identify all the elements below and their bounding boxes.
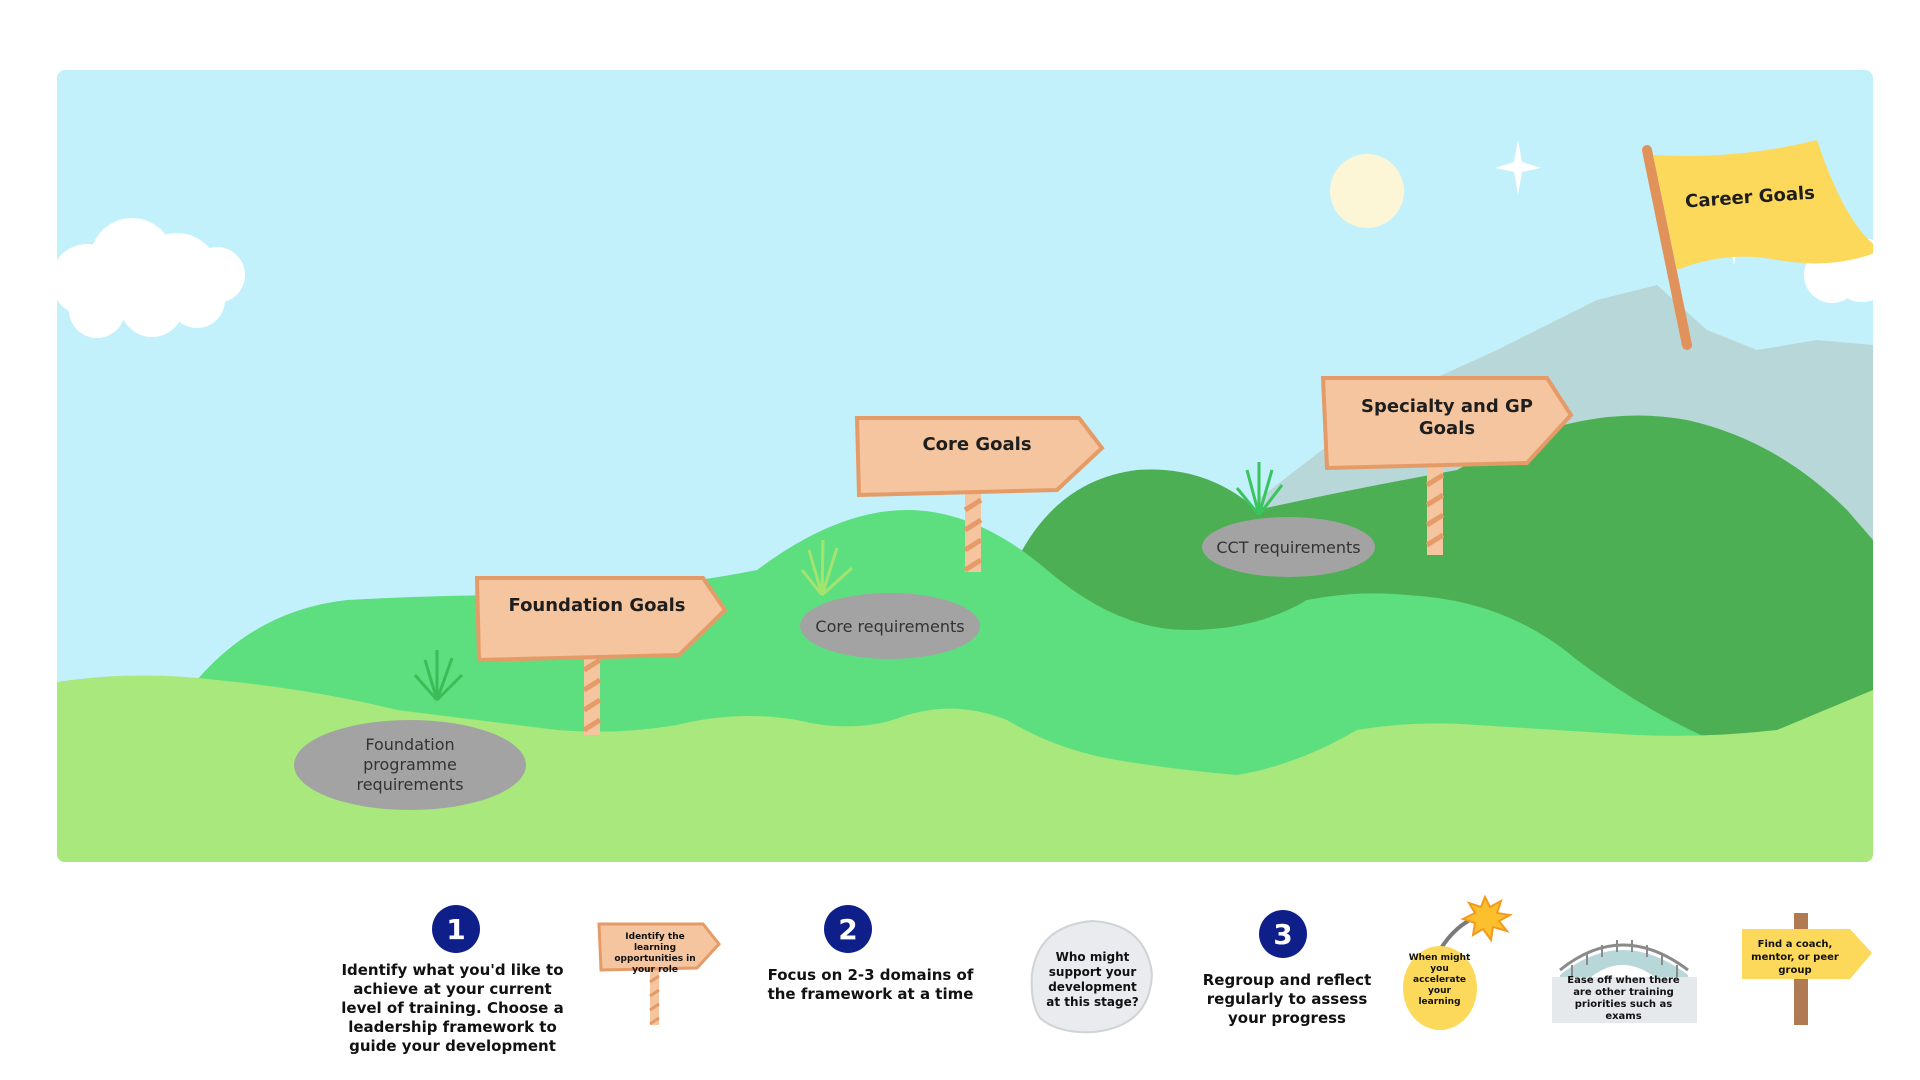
foundation-sign-board	[474, 576, 728, 663]
tip-who-might-support: Who might support your development at th…	[1046, 950, 1139, 1009]
tip-learning-opportunities: Identify the learning opportunities in y…	[614, 932, 696, 975]
flag-icon	[1642, 140, 1873, 350]
core-requirements-text: Core requirements	[815, 616, 965, 636]
signpost-icon	[597, 922, 721, 1026]
cct-requirements-text: CCT requirements	[1216, 537, 1361, 557]
foundation-requirements-oval: Foundation programme requirements	[294, 720, 526, 810]
signpost-icon	[963, 490, 983, 573]
step-3-number: 3	[1259, 910, 1307, 958]
step-2-text: Focus on 2-3 domains of the framework at…	[767, 966, 974, 1003]
step-3-text: Regroup and reflect regularly to assess …	[1202, 971, 1372, 1027]
signpost-icon	[1742, 913, 1872, 1025]
grass-icon	[800, 539, 854, 597]
tip-ease-off: Ease off when there are other training p…	[1567, 975, 1680, 1022]
step-2-number: 2	[824, 905, 872, 953]
signpost-icon	[1425, 465, 1445, 555]
tip-find-coach: Find a coach, mentor, or peer group	[1751, 939, 1839, 976]
core-requirements-oval: Core requirements	[800, 593, 980, 659]
foundation-requirements-text: Foundation programme requirements	[356, 735, 464, 794]
specialty-sign-board	[1320, 376, 1574, 471]
grass-icon	[413, 650, 464, 702]
sparkle-icon	[1495, 140, 1541, 195]
step-1-text: Identify what you'd like to achieve at y…	[341, 961, 564, 1055]
tip-accelerate-learning: When might you accelerate your learning	[1408, 953, 1471, 1007]
landscape-scene: Foundation Goals Core Goals Specialty an…	[57, 70, 1873, 862]
sun-icon	[1330, 154, 1404, 228]
grass-icon	[1235, 462, 1284, 516]
core-sign-board	[854, 416, 1105, 498]
speech-bubble-icon	[1030, 919, 1154, 1034]
core-goals-label: Core Goals	[922, 434, 1032, 455]
bridge-icon	[1552, 940, 1697, 1023]
signpost-icon	[582, 650, 602, 735]
cloud-icon	[57, 218, 245, 338]
cct-requirements-oval: CCT requirements	[1202, 517, 1375, 577]
specialty-goals-label: Specialty and GP Goals	[1361, 396, 1533, 439]
foundation-goals-label: Foundation Goals	[508, 595, 686, 616]
step-1-number: 1	[432, 905, 480, 953]
front-hill	[57, 675, 1873, 862]
bomb-icon	[1403, 894, 1514, 1030]
